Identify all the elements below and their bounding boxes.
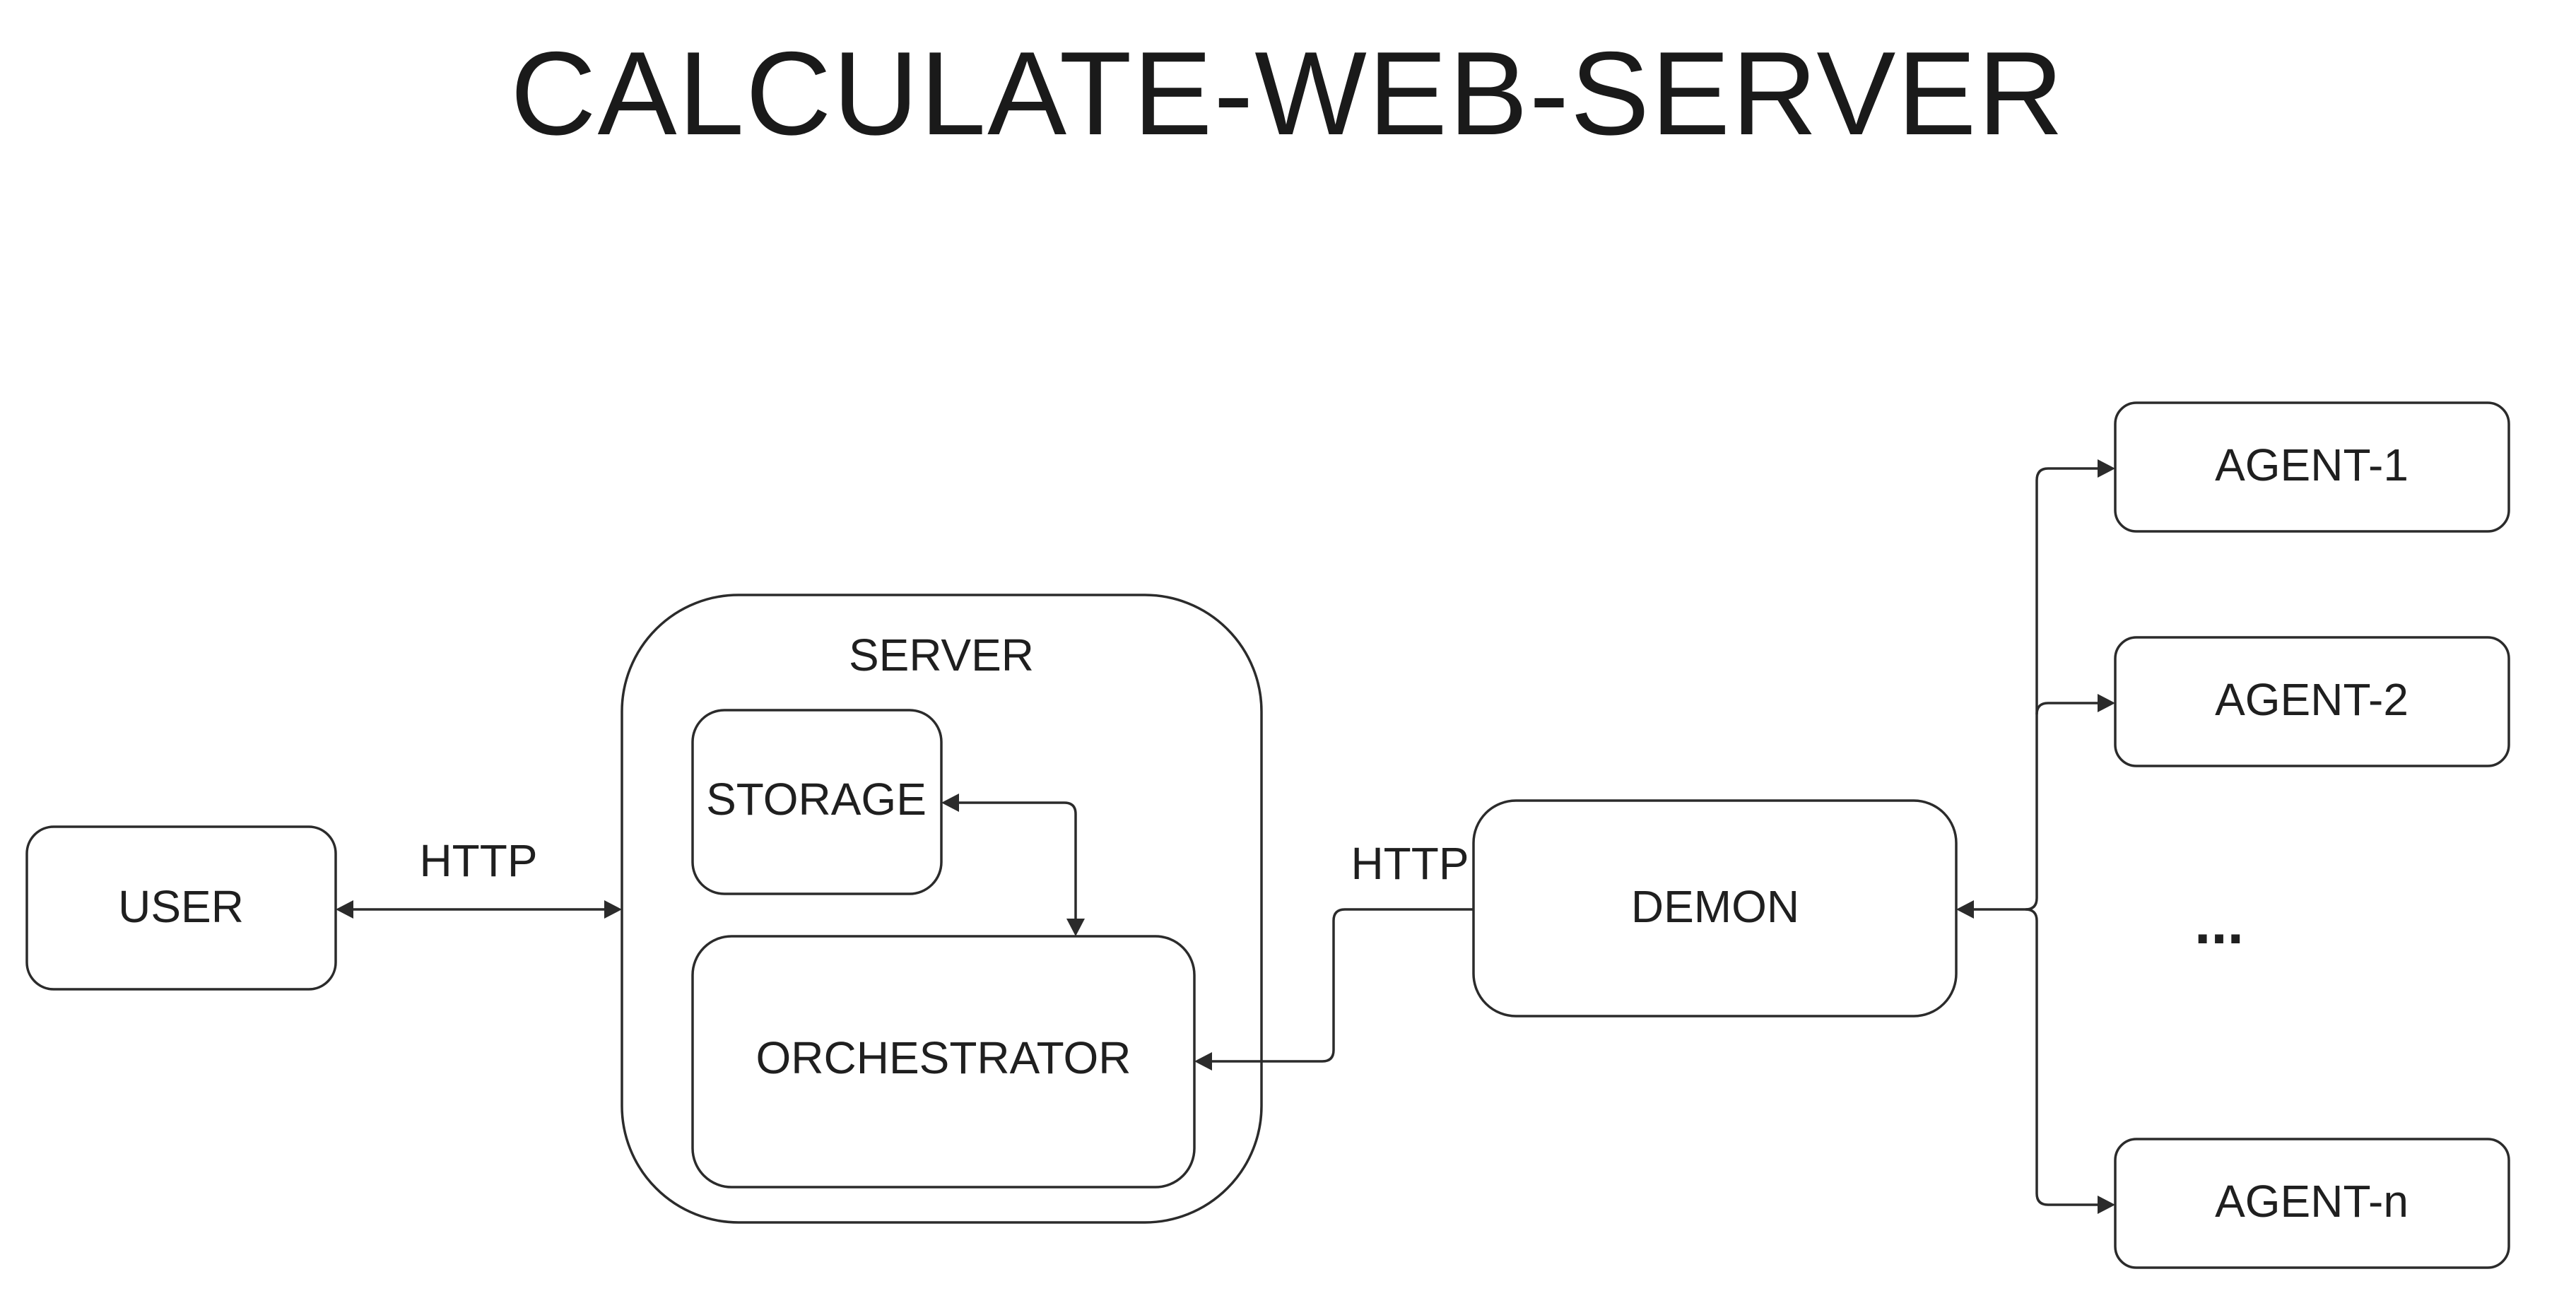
arrowhead-to-storage	[941, 794, 959, 812]
agent-1-node	[2114, 401, 2510, 533]
arrowhead-to-orchestrator-from-demon	[1194, 1052, 1212, 1071]
storage-node	[691, 709, 943, 895]
arrowhead-to-server	[604, 900, 622, 919]
arrowhead-to-demon	[1956, 900, 1974, 919]
demon-orchestrator-http-label: HTTP	[1351, 838, 1469, 889]
storage-label: STORAGE	[706, 774, 927, 825]
user-label: USER	[118, 881, 244, 932]
arrowhead-to-agent-2	[2098, 694, 2115, 712]
user-node	[25, 825, 337, 991]
demon-agent-n-branch	[2025, 908, 2099, 1206]
arrowhead-to-agent-1	[2098, 459, 2115, 478]
arrowhead-to-orchestrator-from-storage	[1066, 919, 1085, 936]
server-label: SERVER	[849, 630, 1034, 680]
orchestrator-node	[691, 935, 1196, 1189]
arrowhead-to-agent-n	[2098, 1196, 2115, 1214]
demon-orchestrator-connector	[1211, 908, 1474, 1063]
agent-n-node	[2114, 1138, 2510, 1269]
demon-label: DEMON	[1631, 881, 1799, 932]
more-agents-ellipsis: ...	[2194, 890, 2244, 956]
agent-2-node	[2114, 636, 2510, 767]
user-server-http-label: HTTP	[419, 835, 537, 886]
storage-orchestrator-connector	[958, 801, 1077, 920]
demon-agent-2-branch	[2035, 702, 2099, 715]
diagram-title: CALCULATE-WEB-SERVER	[510, 27, 2065, 160]
arrowhead-to-user	[336, 900, 353, 919]
agent-1-label: AGENT-1	[2215, 440, 2409, 490]
agent-2-label: AGENT-2	[2215, 674, 2409, 725]
orchestrator-label: ORCHESTRATOR	[756, 1032, 1131, 1083]
demon-agents-connector	[1973, 467, 2099, 911]
agent-n-label: AGENT-n	[2215, 1176, 2409, 1227]
